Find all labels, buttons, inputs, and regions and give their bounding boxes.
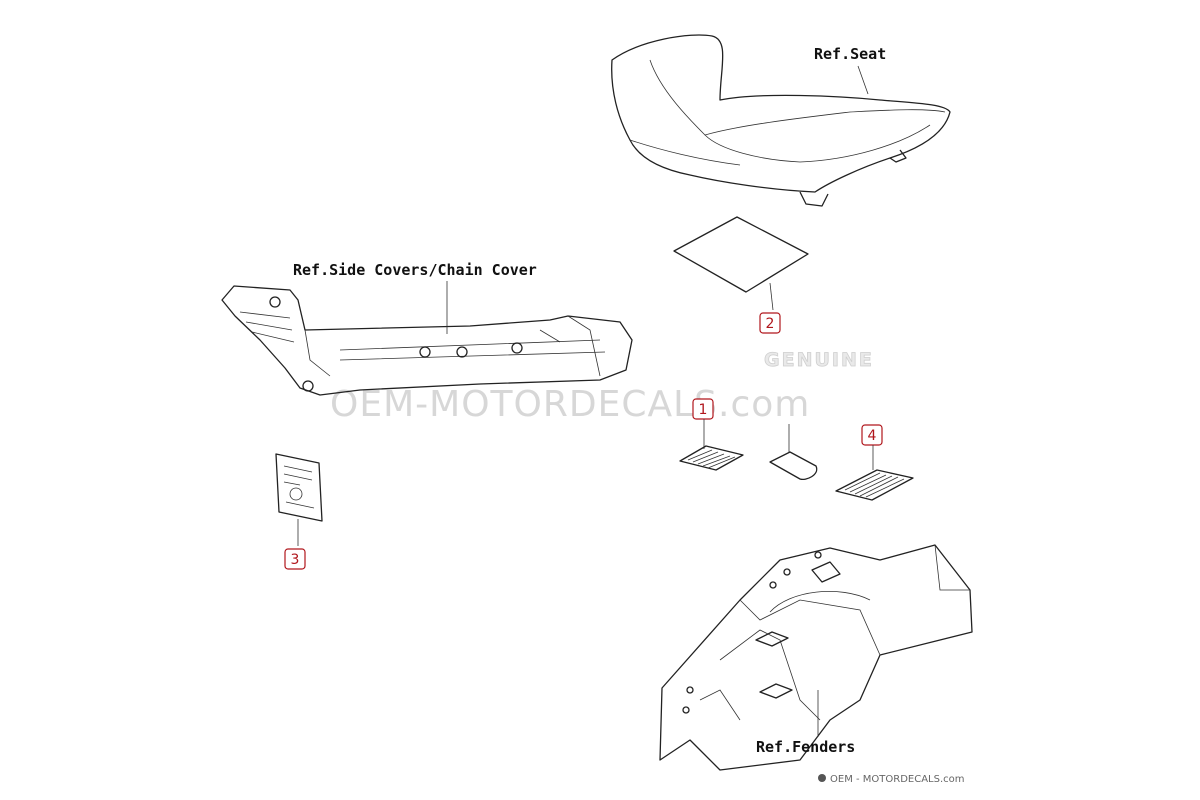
callout-number-3: 3: [291, 552, 300, 568]
part-3-label-illustration: [275, 453, 323, 546]
unnumbered-piece-illustration: [769, 424, 818, 481]
callout-1: 1: [692, 398, 714, 420]
fender-illustration: [659, 544, 973, 771]
watermark: GENUINE OEM-MOTORDECALS.com: [330, 349, 874, 425]
ref-side-covers-label: Ref.Side Covers/Chain Cover: [293, 261, 537, 279]
footer-watermark: OEM - MOTORDECALS.com: [818, 774, 965, 785]
callout-3: 3: [284, 548, 306, 570]
callout-number-4: 4: [868, 428, 877, 444]
side-cover-illustration: [221, 281, 633, 396]
part-4-decal-illustration: [835, 445, 914, 501]
part-2-pad-illustration: [673, 216, 809, 311]
footer-watermark-text: OEM - MOTORDECALS.com: [830, 774, 965, 785]
watermark-genuine-badge: GENUINE: [764, 349, 874, 371]
callout-2: 2: [759, 312, 781, 334]
watermark-main-text: OEM-MOTORDECALS.com: [330, 384, 810, 425]
callout-number-1: 1: [699, 402, 708, 418]
footer-logo-icon: [818, 774, 826, 782]
ref-fenders-label: Ref.Fenders: [756, 738, 855, 756]
callout-4: 4: [861, 424, 883, 446]
seat-illustration: [611, 34, 951, 207]
part-1-decal-illustration: [679, 419, 744, 471]
ref-seat-label: Ref.Seat: [814, 45, 886, 63]
callout-number-2: 2: [766, 316, 775, 332]
